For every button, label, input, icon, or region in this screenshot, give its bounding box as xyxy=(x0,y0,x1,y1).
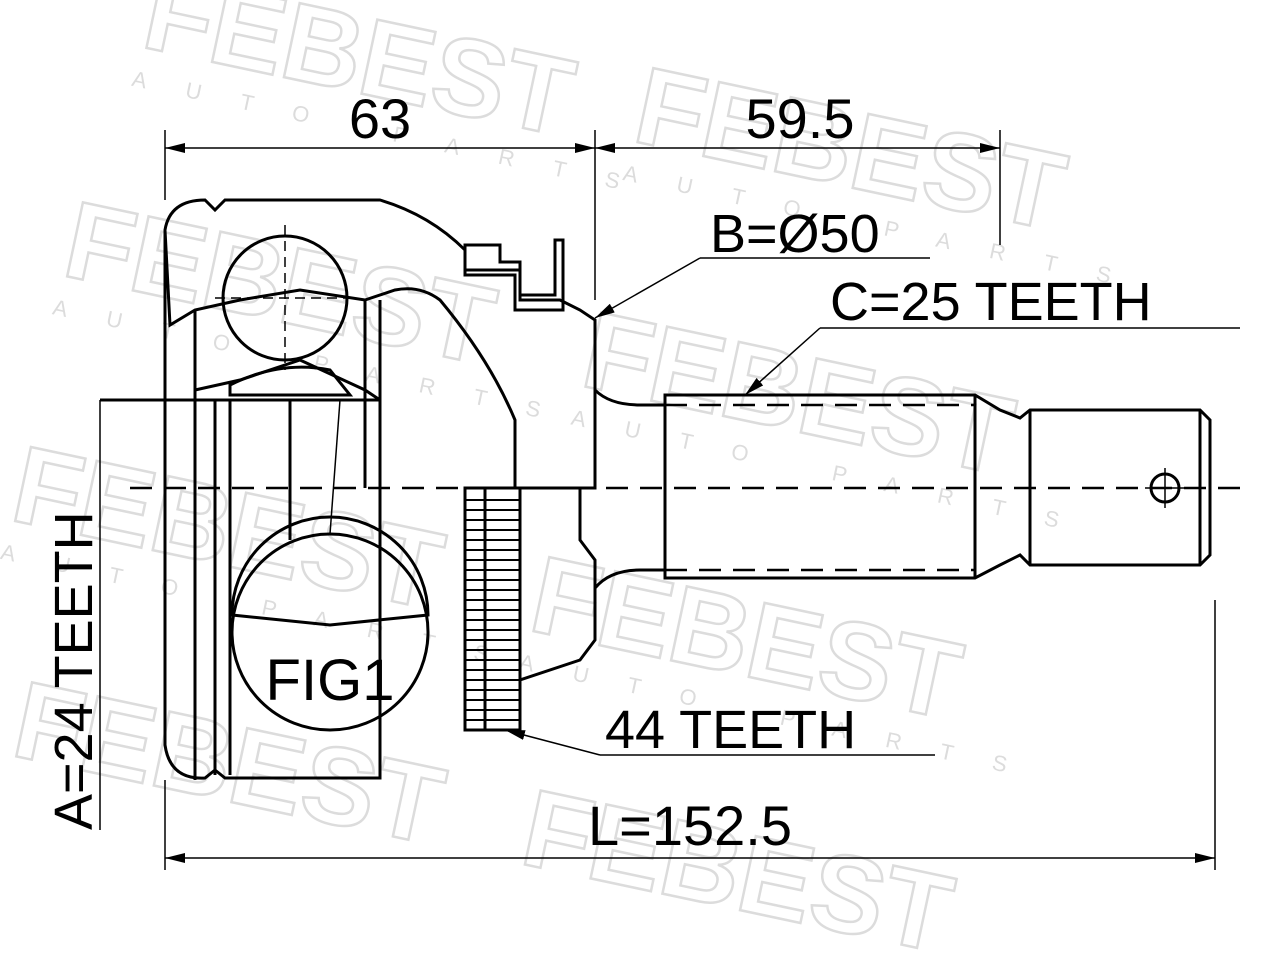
a-teeth-label: A=24 TEETH xyxy=(44,511,104,830)
label-a-teeth: A=24 TEETH xyxy=(44,400,104,830)
seal xyxy=(463,238,565,312)
abs-teeth-ticks xyxy=(465,499,520,721)
label-c-teeth: C=25 TEETH xyxy=(744,272,1240,396)
dimension-63-label: 63 xyxy=(349,87,411,150)
shaft xyxy=(593,388,1212,589)
c-teeth-label: C=25 TEETH xyxy=(830,272,1152,332)
label-abs-teeth: 44 TEETH xyxy=(504,700,935,760)
length-label: L=152.5 xyxy=(588,794,792,857)
abs-ring xyxy=(463,486,597,732)
abs-teeth-label: 44 TEETH xyxy=(605,700,856,760)
fig1-detail: FIG1 xyxy=(230,399,430,732)
dimension-63: 63 xyxy=(164,87,596,300)
dimension-59-5-label: 59.5 xyxy=(746,87,855,150)
fig1-label: FIG1 xyxy=(266,648,395,713)
dimension-length: L=152.5 xyxy=(164,600,1216,870)
b-diameter-label: B=Ø50 xyxy=(710,204,880,264)
label-b-diameter: B=Ø50 xyxy=(594,204,930,319)
outer-housing xyxy=(100,198,597,780)
dimension-59-5: 59.5 xyxy=(595,87,1001,245)
